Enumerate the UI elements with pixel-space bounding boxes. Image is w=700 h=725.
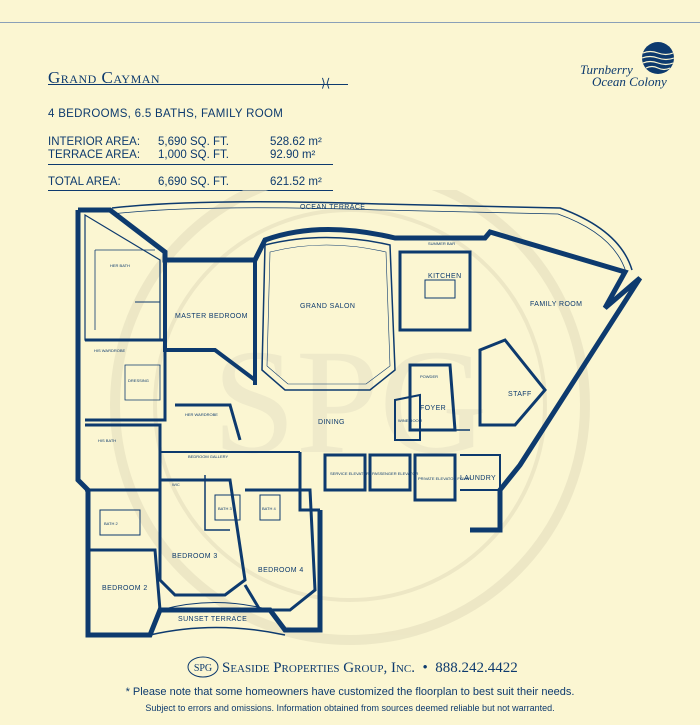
spg-watermark: SPG [110, 190, 590, 645]
her-wardrobe-label: HER WARDROBE [185, 412, 218, 417]
logo-line-2: Ocean Colony [592, 74, 667, 89]
bedroom-gallery-label: BEDROOM GALLERY [188, 454, 228, 459]
service-elevator-label: SERVICE ELEVATOR [330, 471, 369, 476]
watermark-text: SPG [212, 319, 487, 485]
spg-logo-initials: SPG [194, 663, 212, 674]
private-elevator-foyer-label: PRIVATE ELEVATOR FOYER [418, 476, 471, 481]
terrace-m2: 92.90 m² [270, 149, 316, 161]
his-bath-label: HIS BATH [98, 438, 116, 443]
interior-m2: 528.62 m² [270, 136, 322, 148]
rooms-summary: 4 BEDROOMS, 6.5 BATHS, FAMILY ROOM [48, 108, 284, 120]
brand-logo: Turnberry Ocean Colony [580, 62, 667, 89]
sunset-terrace-label: SUNSET TERRACE [178, 616, 247, 623]
company-line: Seaside Properties Group, Inc. • 888.242… [222, 660, 518, 677]
dressing-label: DRESSING [128, 378, 149, 383]
company-name: Seaside Properties Group, Inc. [222, 660, 416, 676]
bath-2-label: BATH 2 [104, 521, 118, 526]
customization-note: * Please note that some homeowners have … [125, 686, 575, 698]
specs-divider [48, 164, 333, 165]
disclaimer-text: Subject to errors and omissions. Informa… [145, 703, 555, 713]
staff-label: STAFF [508, 391, 532, 398]
bedroom-3-label: BEDROOM 3 [172, 553, 218, 560]
laundry-label: LAUNDRY [460, 475, 496, 482]
his-wardrobe-label: HIS WARDROBE [94, 348, 126, 353]
ocean-terrace-label: OCEAN TERRACE [300, 204, 365, 211]
total-label: TOTAL AREA: [48, 176, 121, 188]
title-underline [48, 84, 348, 85]
terrace-label: TERRACE AREA: [48, 149, 141, 161]
plan-title: Grand Cayman [48, 68, 161, 87]
grand-salon-label: GRAND SALON [300, 303, 355, 310]
dining-label: DINING [318, 419, 345, 426]
bedroom-2-label: BEDROOM 2 [102, 585, 148, 592]
total-m2: 621.52 m² [270, 176, 322, 188]
floor-plan: SPG [75, 190, 643, 645]
summer-bar-label: SUMMER BAR [428, 241, 455, 246]
foyer-label: FOYER [420, 405, 446, 412]
wic-label: WIC [172, 482, 180, 487]
total-sqft: 6,690 SQ. FT. [158, 176, 229, 188]
wine-room-label: WINE ROOM [398, 418, 422, 423]
top-divider [0, 22, 700, 23]
her-bath-label: HER BATH [110, 263, 130, 268]
specs-bottom-rule [48, 190, 333, 191]
bedroom-4-label: BEDROOM 4 [258, 567, 304, 574]
wave-globe-icon [641, 42, 675, 74]
logo-line-1: Turnberry [580, 62, 633, 77]
bath-4-label: BATH 4 [262, 506, 276, 511]
kitchen-label: KITCHEN [428, 273, 462, 280]
powder-label: POWDER [420, 374, 438, 379]
interior-sqft: 5,690 SQ. FT. [158, 136, 229, 148]
title-ornament: ⟩⟨ [321, 76, 331, 90]
terrace-sqft: 1,000 SQ. FT. [158, 149, 229, 161]
bath-3-label: BATH 3 [218, 506, 232, 511]
company-phone: 888.242.4422 [435, 660, 518, 676]
passenger-elevator-label: PASSENGER ELEVATOR [372, 471, 418, 476]
bullet-separator: • [422, 660, 428, 676]
spg-logo-icon: SPG [187, 656, 219, 678]
family-room-label: FAMILY ROOM [530, 301, 582, 308]
interior-label: INTERIOR AREA: [48, 136, 141, 148]
master-bedroom-label: MASTER BEDROOM [175, 313, 248, 320]
